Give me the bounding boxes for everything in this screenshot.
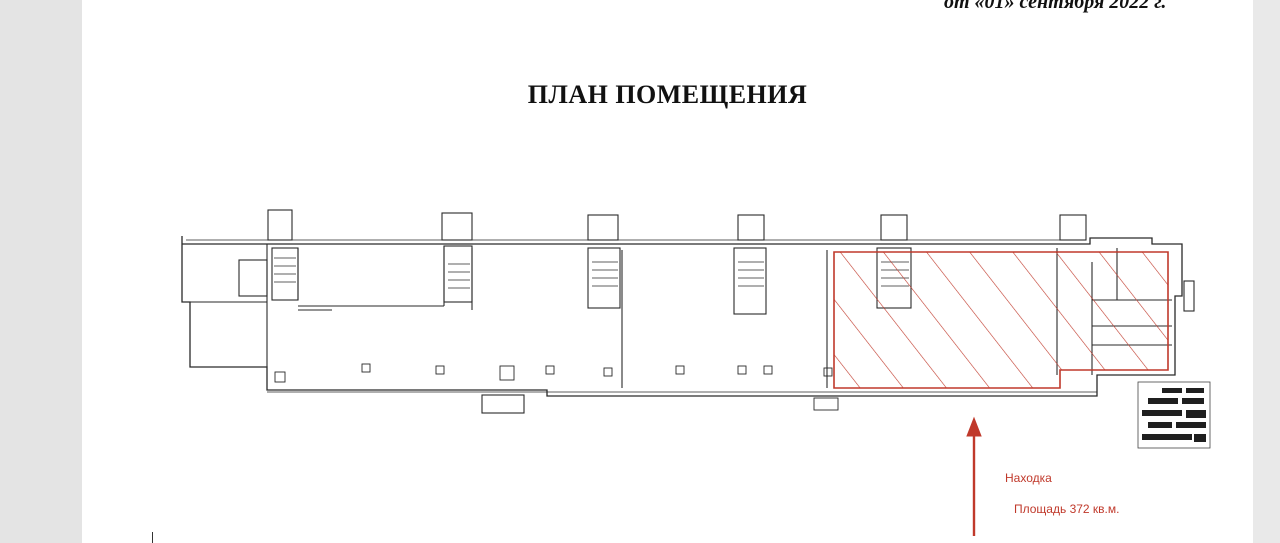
- pointer-arrow: [966, 416, 982, 536]
- stair-towers: [267, 209, 1087, 414]
- page-title: ПЛАН ПОМЕЩЕНИЯ: [527, 80, 808, 109]
- column-markers: [274, 363, 839, 411]
- stamp-block: [1137, 381, 1211, 449]
- left-gutter: [0, 0, 82, 543]
- document-page: от «01» сентября 2022 г. ПЛАН ПОМЕЩЕНИЯ: [82, 0, 1253, 543]
- text-caret: [152, 532, 153, 543]
- header-date: от «01» сентября 2022 г.: [944, 0, 1167, 13]
- right-gutter: [1253, 0, 1280, 543]
- highlighted-area: [833, 251, 1169, 389]
- building-outline: [181, 236, 1183, 397]
- area-note: Площадь 372 кв.м.: [1014, 502, 1120, 516]
- floor-plan: [181, 209, 1211, 536]
- location-note: Находка: [1005, 471, 1052, 485]
- stair-treads: [274, 257, 909, 289]
